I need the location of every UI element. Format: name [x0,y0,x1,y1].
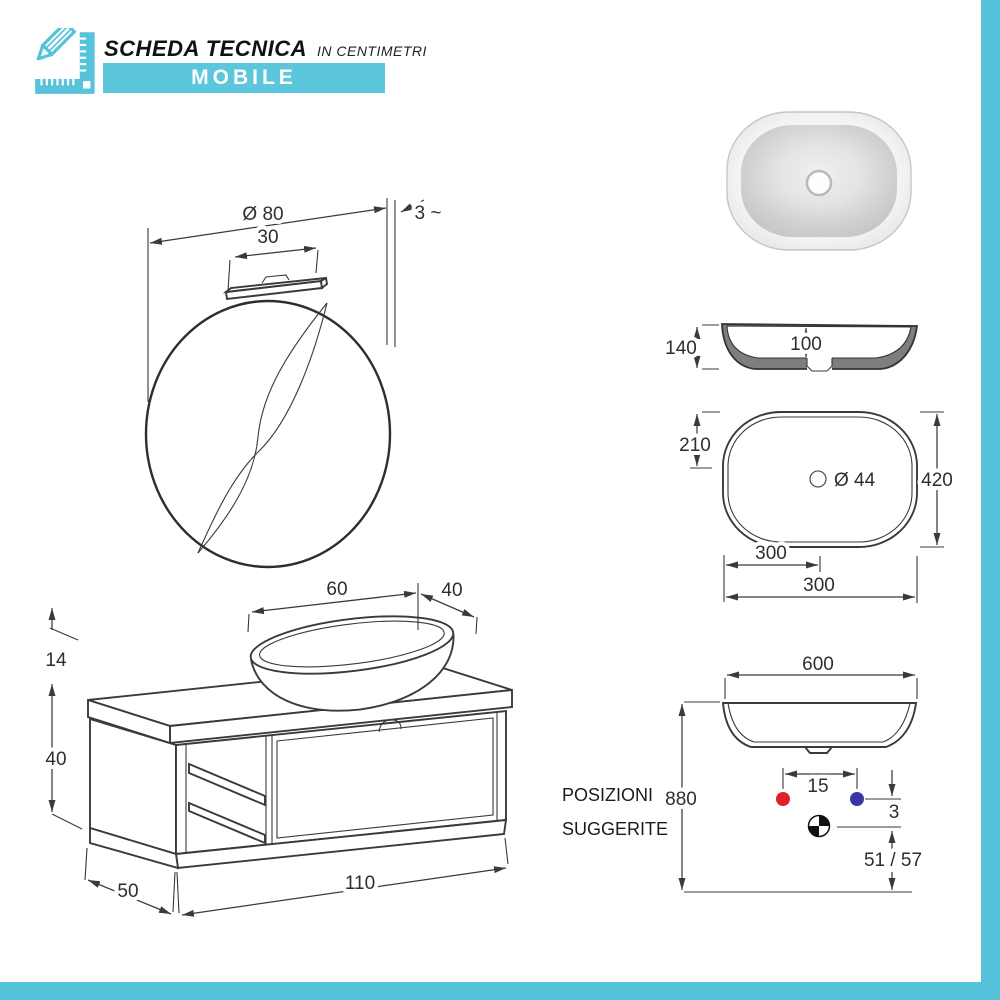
half-depth-label: 210 [679,435,711,456]
mirror-drawing: Ø 80 30 3 ~ [144,198,445,569]
half-width-label: 300 [755,543,787,564]
basin-width-label: 600 [802,654,834,675]
page-border-right [981,0,1000,1000]
basin-width-label: 60 [326,579,347,600]
mirror-diameter-label: Ø 80 [242,204,283,225]
category-label: MOBILE [191,66,297,89]
width-label: 300 [803,575,835,596]
mirror-reflection-line [197,302,328,554]
positions-note-line2: SUGGERITE [562,819,668,839]
tap-distance-label: 15 [807,776,828,797]
shelf [188,801,266,845]
width-label: 110 [345,873,375,894]
drawer-handle [378,719,402,733]
wall-height-label: 880 [665,789,697,810]
mirror-depth-label: 3 ~ [415,203,442,224]
drain-outlet [802,746,835,754]
cabinet-bottom-left [89,826,180,870]
drain-hole [809,470,827,488]
drawer-front [276,717,494,839]
mirror-glass [144,299,392,569]
pencil-ruler-icon [35,28,95,94]
basin-section-view: 140 100 [661,323,919,372]
mirror-reflection-line [197,302,328,554]
page-border-bottom [0,982,1000,1000]
positions-note-line1: POSIZIONI [562,785,653,805]
body-height-label: 40 [45,749,66,770]
shelf [188,762,266,807]
mirror-lamp [222,274,329,301]
lamp-width-dimension [234,245,317,260]
section-height-label: 140 [665,338,697,359]
category-banner: MOBILE [103,63,385,93]
drain-hole [805,169,833,197]
sheet-subtitle: IN CENTIMETRI [316,43,427,59]
drain-outlet [806,358,833,372]
countertop-basin [249,615,455,712]
sheet-title: SCHEDA TECNICA [104,36,307,61]
lamp-width-label: 30 [257,227,278,248]
hot-water-dot [776,792,790,806]
basin-top-tech-view: Ø 44 210 420 300 300 [675,411,957,603]
drain-height-label: 51 / 57 [864,850,922,871]
gap-label: 3 [889,802,900,823]
basin-photo-top-view [726,111,912,251]
drain-center-symbol [807,814,831,838]
vanity-drawing: 60 40 14 40 50 110 [41,575,513,917]
installation-view: 600 880 POSIZIONI SUGGERITE 15 3 [562,650,926,893]
section-inner-depth-label: 100 [790,334,822,355]
basin-depth-label: 40 [441,580,462,601]
basin-front-outline [721,702,918,748]
top-height-label: 14 [45,650,67,671]
depth-label: 420 [921,470,953,491]
cold-water-dot [850,792,864,806]
sheet-header: SCHEDA TECNICA IN CENTIMETRI [104,36,427,62]
depth-label: 50 [117,881,138,902]
mirror-diameter-dimension [149,206,387,245]
drain-diameter-label: Ø 44 [834,470,876,491]
